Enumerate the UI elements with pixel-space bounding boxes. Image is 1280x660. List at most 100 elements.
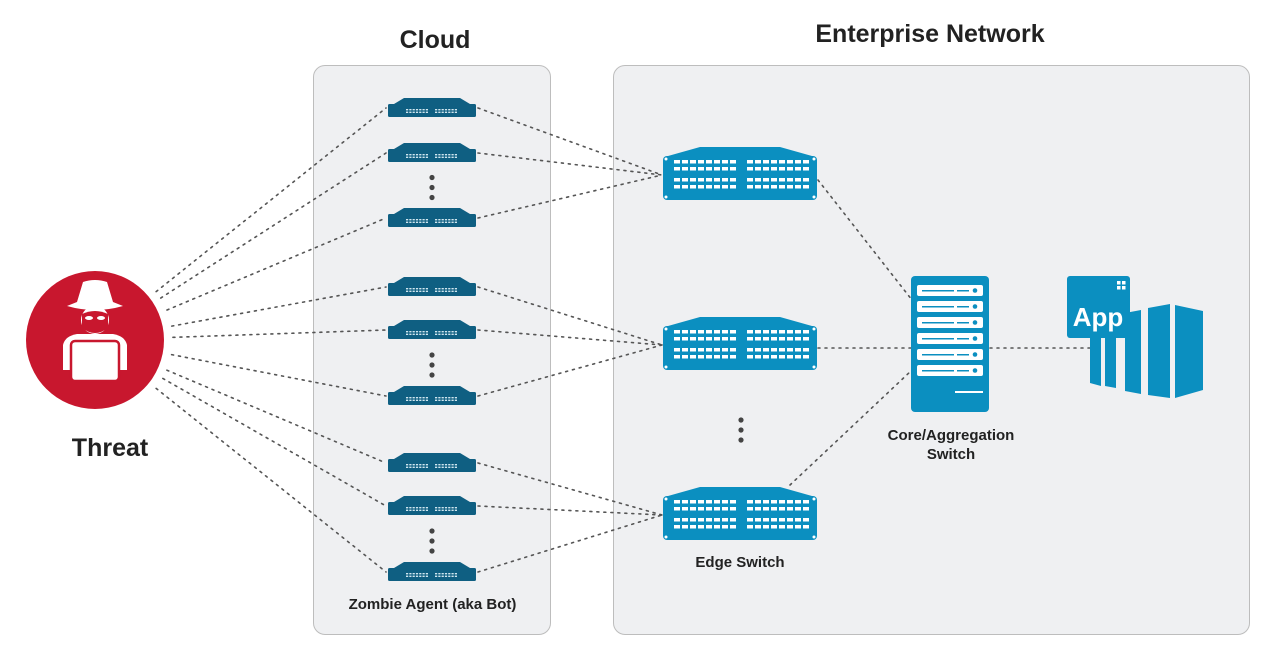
port xyxy=(435,397,438,399)
port xyxy=(771,185,777,189)
port xyxy=(747,518,753,522)
port xyxy=(435,331,438,333)
slot-line xyxy=(922,306,954,308)
port xyxy=(425,397,428,399)
port xyxy=(682,518,688,522)
port xyxy=(454,219,457,221)
port xyxy=(412,221,415,223)
ellipsis-dot xyxy=(429,194,435,201)
port xyxy=(787,500,793,504)
switch-top xyxy=(668,487,812,496)
port xyxy=(454,156,457,158)
port xyxy=(406,290,409,292)
port xyxy=(435,288,438,290)
port xyxy=(706,525,712,529)
port xyxy=(795,525,801,529)
port xyxy=(435,464,438,466)
port xyxy=(422,219,425,221)
port xyxy=(438,575,441,577)
port xyxy=(448,109,451,111)
ellipsis-dot xyxy=(429,372,435,378)
screw xyxy=(664,195,668,199)
port xyxy=(448,466,451,468)
port xyxy=(422,156,425,158)
slot-led xyxy=(972,288,978,293)
port xyxy=(441,290,444,292)
bot-body xyxy=(388,214,476,227)
port xyxy=(698,507,704,511)
port xyxy=(409,466,412,468)
bot-server-icon xyxy=(388,277,476,296)
port xyxy=(425,288,428,290)
port xyxy=(412,507,415,509)
port xyxy=(451,399,454,401)
port xyxy=(795,185,801,189)
edge-switch-label: Edge Switch xyxy=(695,554,785,571)
links-layer xyxy=(155,107,1091,573)
port xyxy=(412,154,415,156)
port xyxy=(795,348,801,352)
port xyxy=(674,500,680,504)
port xyxy=(698,330,704,334)
port xyxy=(795,500,801,504)
port xyxy=(795,160,801,164)
port xyxy=(714,348,720,352)
port xyxy=(441,331,444,333)
cloud-title: Cloud xyxy=(399,26,471,54)
dotted-link xyxy=(477,107,663,176)
dotted-link xyxy=(162,377,387,507)
bot-body xyxy=(388,502,476,515)
port xyxy=(706,167,712,171)
port xyxy=(779,348,785,352)
port xyxy=(415,290,419,292)
port xyxy=(409,111,412,113)
port xyxy=(771,348,777,352)
port xyxy=(451,154,454,156)
app-text: App xyxy=(1073,302,1124,332)
port xyxy=(409,221,412,223)
port xyxy=(454,399,457,401)
port xyxy=(779,518,785,522)
port xyxy=(755,185,761,189)
port xyxy=(779,525,785,529)
port xyxy=(454,331,457,333)
port xyxy=(419,573,422,575)
port xyxy=(435,111,438,113)
port xyxy=(763,178,769,182)
dotted-link xyxy=(166,369,387,464)
port xyxy=(419,221,422,223)
port xyxy=(747,337,753,341)
port xyxy=(441,464,444,466)
port xyxy=(444,509,448,511)
port xyxy=(730,167,736,171)
port xyxy=(747,330,753,334)
ellipsis-dot xyxy=(429,528,435,534)
port xyxy=(795,355,801,359)
bot-server-icon xyxy=(388,453,476,472)
port xyxy=(412,509,415,511)
port xyxy=(409,290,412,292)
ellipsis-icon xyxy=(429,528,435,554)
port xyxy=(409,288,412,290)
bot-server-icon xyxy=(388,320,476,339)
screw xyxy=(812,535,816,539)
port xyxy=(425,399,428,401)
switch-top xyxy=(668,317,812,326)
port xyxy=(435,290,438,292)
switch-top xyxy=(668,147,812,156)
port xyxy=(412,464,415,466)
port xyxy=(787,337,793,341)
port xyxy=(454,575,457,577)
port xyxy=(422,573,425,575)
port xyxy=(409,109,412,111)
port xyxy=(415,507,419,509)
port xyxy=(415,573,419,575)
port xyxy=(419,156,422,158)
port xyxy=(674,160,680,164)
port xyxy=(454,290,457,292)
port xyxy=(435,509,438,511)
port xyxy=(454,509,457,511)
port xyxy=(441,111,444,113)
port xyxy=(771,178,777,182)
port xyxy=(448,333,451,335)
